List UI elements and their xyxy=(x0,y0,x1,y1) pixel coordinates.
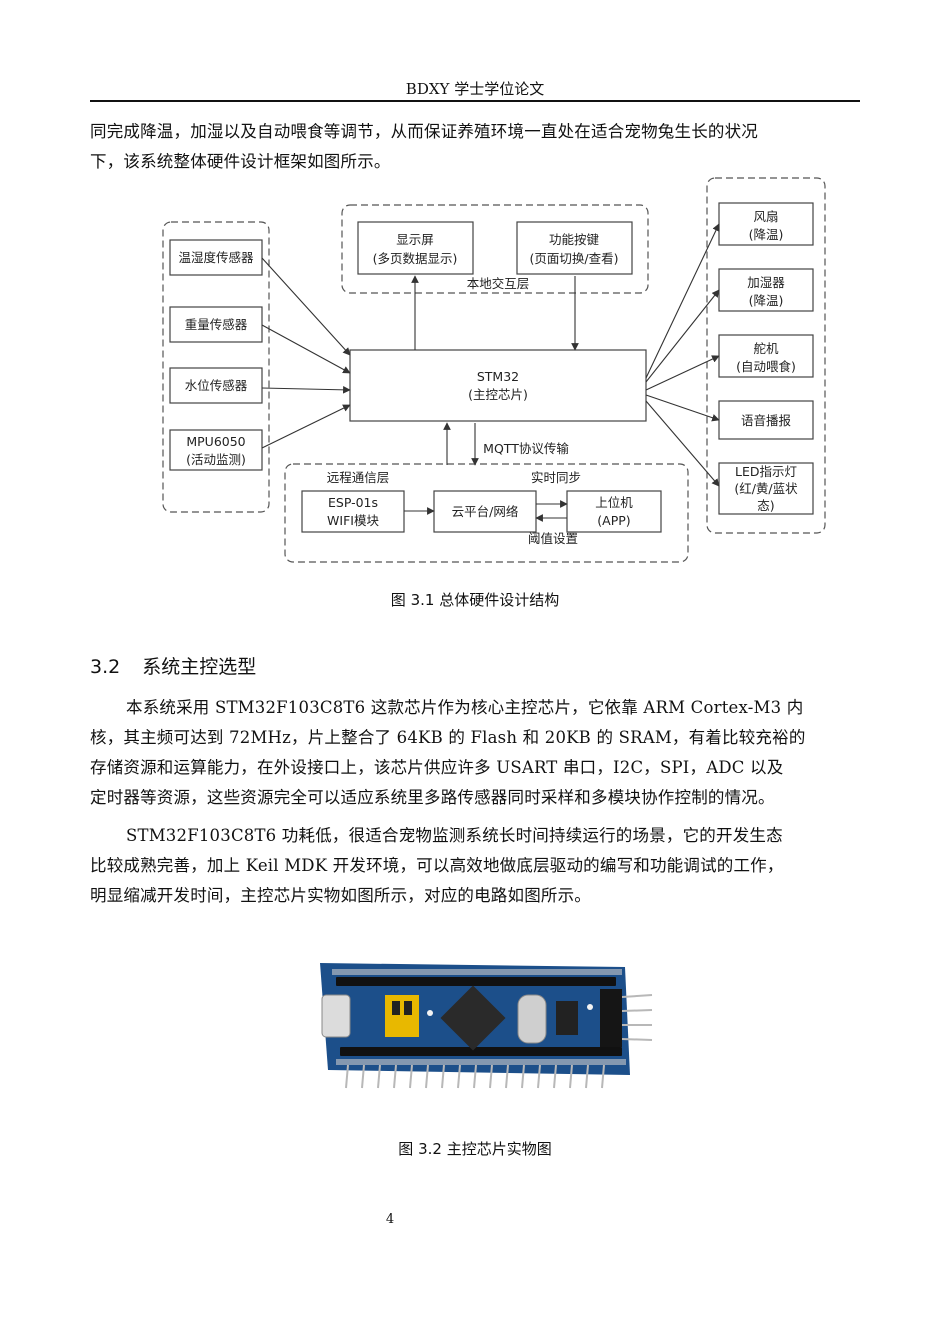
section-number: 3.2 xyxy=(90,656,121,678)
led-label-line2: (红/黄/蓝状 xyxy=(734,481,798,496)
keys-box xyxy=(516,221,633,275)
esp-label-line1: ESP-01s xyxy=(328,495,378,510)
section-heading: 3.2 系统主控选型 xyxy=(90,652,256,679)
humidifier-label-line1: 加湿器 xyxy=(747,275,785,290)
mqtt-label: MQTT协议传输 xyxy=(483,441,569,456)
boot-jumpers xyxy=(385,995,419,1037)
actuator-box-led xyxy=(718,462,814,515)
display-label-line2: (多页数据显示) xyxy=(373,251,458,266)
mcu-label-line1: STM32 xyxy=(477,369,519,384)
para1-line-4: 定时器等资源，这些资源完全可以适应系统里多路传感器同时采样和多模块协作控制的情况… xyxy=(90,788,775,807)
actuator-box-voice xyxy=(718,400,814,440)
keys-label-line1: 功能按键 xyxy=(549,232,600,247)
section-title: 系统主控选型 xyxy=(142,656,257,678)
mpu-label-line1: MPU6050 xyxy=(186,434,245,449)
sensor-group-frame xyxy=(162,221,270,513)
sync-label: 实时同步 xyxy=(531,470,581,485)
sensor-box-water-level xyxy=(169,367,263,404)
figure-3-1-caption: 图 3.1 总体硬件设计结构 xyxy=(390,591,560,609)
keys-label-line2: (页面切换/查看) xyxy=(530,251,619,266)
host-label-line2: (APP) xyxy=(597,513,630,528)
page-number: 4 xyxy=(385,1212,395,1227)
para1-line-1: 本系统采用 STM32F103C8T6 这款芯片作为核心主控芯片，它依靠 ARM… xyxy=(126,698,804,717)
mcu-label-line2: (主控芯片) xyxy=(468,387,528,402)
local-layer-label: 本地交互层 xyxy=(467,276,530,291)
sensor-box-weight xyxy=(169,306,263,343)
local-layer-frame xyxy=(341,204,649,294)
threshold-label: 阈值设置 xyxy=(528,531,578,546)
usb-connector xyxy=(321,994,351,1038)
para2-line-2: 比较成熟完善，加上 Keil MDK 开发环境，可以高效地做底层驱动的编写和功能… xyxy=(90,856,784,875)
pin-row-bottom xyxy=(340,1047,622,1056)
actuator-box-servo xyxy=(718,334,814,378)
para2-line-1: STM32F103C8T6 功耗低，很适合宠物监测系统长时间持续运行的场景，它的… xyxy=(126,826,783,845)
voltage-regulator xyxy=(556,1001,578,1035)
pin-row-top xyxy=(336,977,616,986)
side-header xyxy=(600,989,622,1047)
humidifier-label-line2: (降温) xyxy=(749,293,784,308)
paragraph-2: STM32F103C8T6 功耗低，很适合宠物监测系统长时间持续运行的场景，它的… xyxy=(90,821,870,911)
para2-line-3: 明显缩减开发时间，主控芯片实物如图所示，对应的电路如图所示。 xyxy=(90,886,591,905)
led-label-line1: LED指示灯 xyxy=(735,464,797,479)
sensor-label-water-level: 水位传感器 xyxy=(185,378,248,393)
intro-paragraph: 同完成降温，加湿以及自动喂食等调节，从而保证养殖环境一直处在适合宠物兔生长的状况… xyxy=(90,117,870,177)
servo-label-line2: (自动喂食) xyxy=(736,359,796,374)
header-rule xyxy=(90,100,860,102)
sensor-label-temp-humidity: 温湿度传感器 xyxy=(178,250,254,265)
actuator-box-fan xyxy=(718,202,814,246)
sensor-label-weight: 重量传感器 xyxy=(185,317,248,332)
header-pins xyxy=(345,994,653,1089)
mcu-box xyxy=(349,349,647,422)
mcu-chip xyxy=(440,985,506,1051)
crystal-oscillator xyxy=(517,994,547,1044)
remote-layer-frame xyxy=(284,463,689,563)
para1-line-2: 核，其主频可达到 72MHz，片上整合了 64KB 的 Flash 和 20KB… xyxy=(90,728,806,747)
host-label-line1: 上位机 xyxy=(595,495,633,510)
voice-label: 语音播报 xyxy=(741,413,792,428)
esp-label-line2: WIFI模块 xyxy=(327,513,379,528)
actuator-group-frame xyxy=(706,177,826,534)
servo-label-line1: 舵机 xyxy=(753,341,779,356)
esp-box xyxy=(301,490,405,533)
sensor-box-mpu6050 xyxy=(169,429,263,471)
paragraph-1: 本系统采用 STM32F103C8T6 这款芯片作为核心主控芯片，它依靠 ARM… xyxy=(90,693,870,813)
para1-line-3: 存储资源和运算能力，在外设接口上，该芯片供应许多 USART 串口，I2C，SP… xyxy=(90,758,784,777)
remote-layer-label: 远程通信层 xyxy=(327,470,390,485)
led-label-line3: 态) xyxy=(757,498,774,513)
cloud-label: 云平台/网络 xyxy=(452,504,519,519)
display-label-line1: 显示屏 xyxy=(396,232,434,247)
host-box xyxy=(566,490,662,533)
actuator-box-humidifier xyxy=(718,268,814,312)
sensor-box-temp-humidity xyxy=(169,239,263,276)
figure-3-2-caption: 图 3.2 主控芯片实物图 xyxy=(398,1140,552,1158)
display-box xyxy=(357,221,474,275)
running-header: BDXY 学士学位论文 xyxy=(405,80,545,98)
intro-line-2: 下，该系统整体硬件设计框架如图所示。 xyxy=(90,152,391,171)
stm32-board-photo xyxy=(320,963,653,1089)
fan-label-line1: 风扇 xyxy=(753,209,778,224)
intro-line-1: 同完成降温，加湿以及自动喂食等调节，从而保证养殖环境一直处在适合宠物兔生长的状况 xyxy=(90,122,758,141)
hardware-architecture-diagram: 温湿度传感器 重量传感器 水位传感器 MPU6050 (活动监测) 显示屏 (多… xyxy=(162,177,826,563)
fan-label-line2: (降温) xyxy=(749,227,784,242)
mpu-label-line2: (活动监测) xyxy=(186,452,246,467)
